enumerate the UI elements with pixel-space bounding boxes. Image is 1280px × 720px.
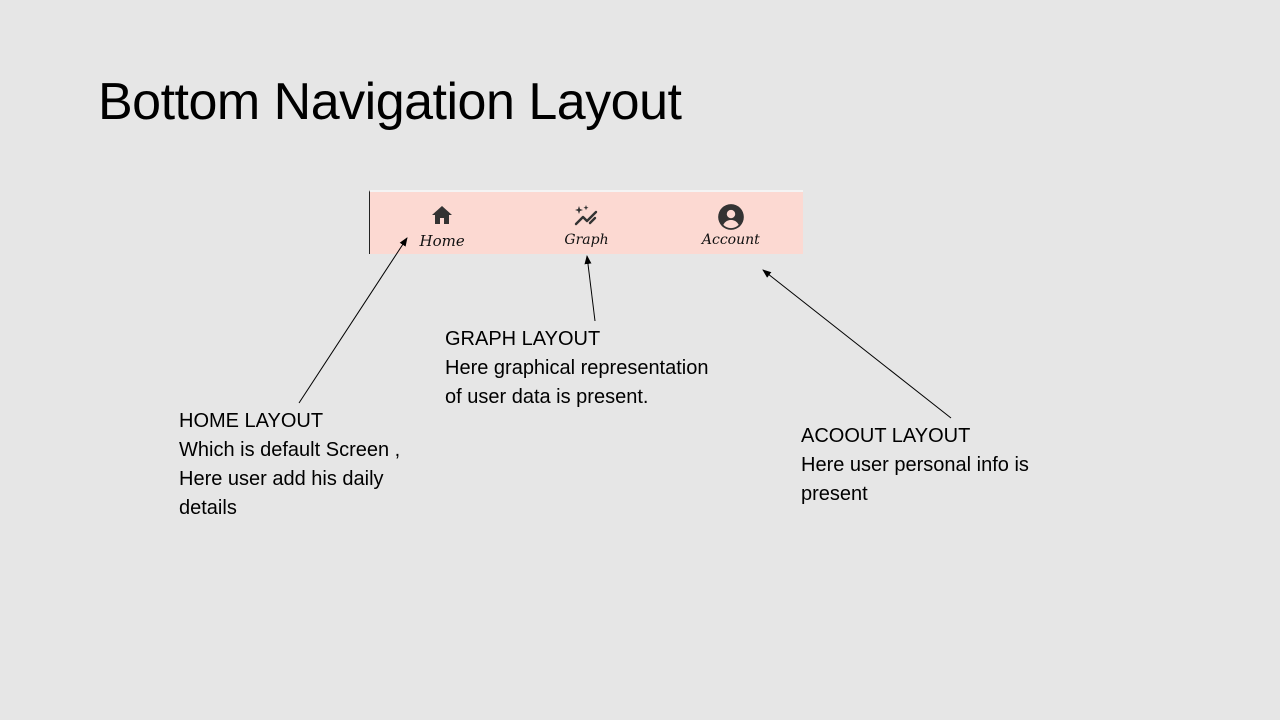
home-annotation-line: Here user add his daily [179, 468, 384, 490]
graph-arrow [584, 255, 596, 322]
graph-annotation-line: of user data is present. [445, 386, 649, 408]
graph-annotation: GRAPH LAYOUT Here graphical representati… [445, 325, 709, 412]
nav-item-graph-label: Graph [564, 232, 609, 248]
home-annotation-heading: HOME LAYOUT [179, 410, 324, 432]
bottom-navigation-bar: Home Graph Account [369, 190, 803, 254]
graph-annotation-line: Here graphical representation [445, 357, 709, 379]
account-annotation-line: present [801, 483, 868, 505]
home-arrow [298, 237, 408, 404]
nav-item-account-label: Account [701, 232, 760, 248]
account-annotation: ACOOUT LAYOUT Here user personal info is… [801, 422, 1029, 509]
slide-title: Bottom Navigation Layout [98, 73, 682, 131]
nav-item-graph[interactable]: Graph [514, 192, 658, 254]
nav-item-home-label: Home [419, 232, 465, 250]
graph-annotation-heading: GRAPH LAYOUT [445, 328, 601, 350]
account-annotation-line: Here user personal info is [801, 454, 1029, 476]
nav-item-home[interactable]: Home [370, 192, 514, 254]
account-arrow [762, 269, 952, 419]
account-icon [717, 204, 744, 230]
home-annotation-line: details [179, 497, 237, 519]
nav-item-account[interactable]: Account [659, 192, 803, 254]
home-annotation-line: Which is default Screen , [179, 439, 401, 461]
home-icon [432, 206, 453, 224]
graph-icon [575, 205, 598, 226]
home-annotation: HOME LAYOUT Which is default Screen , He… [179, 407, 400, 523]
account-annotation-heading: ACOOUT LAYOUT [801, 425, 971, 447]
